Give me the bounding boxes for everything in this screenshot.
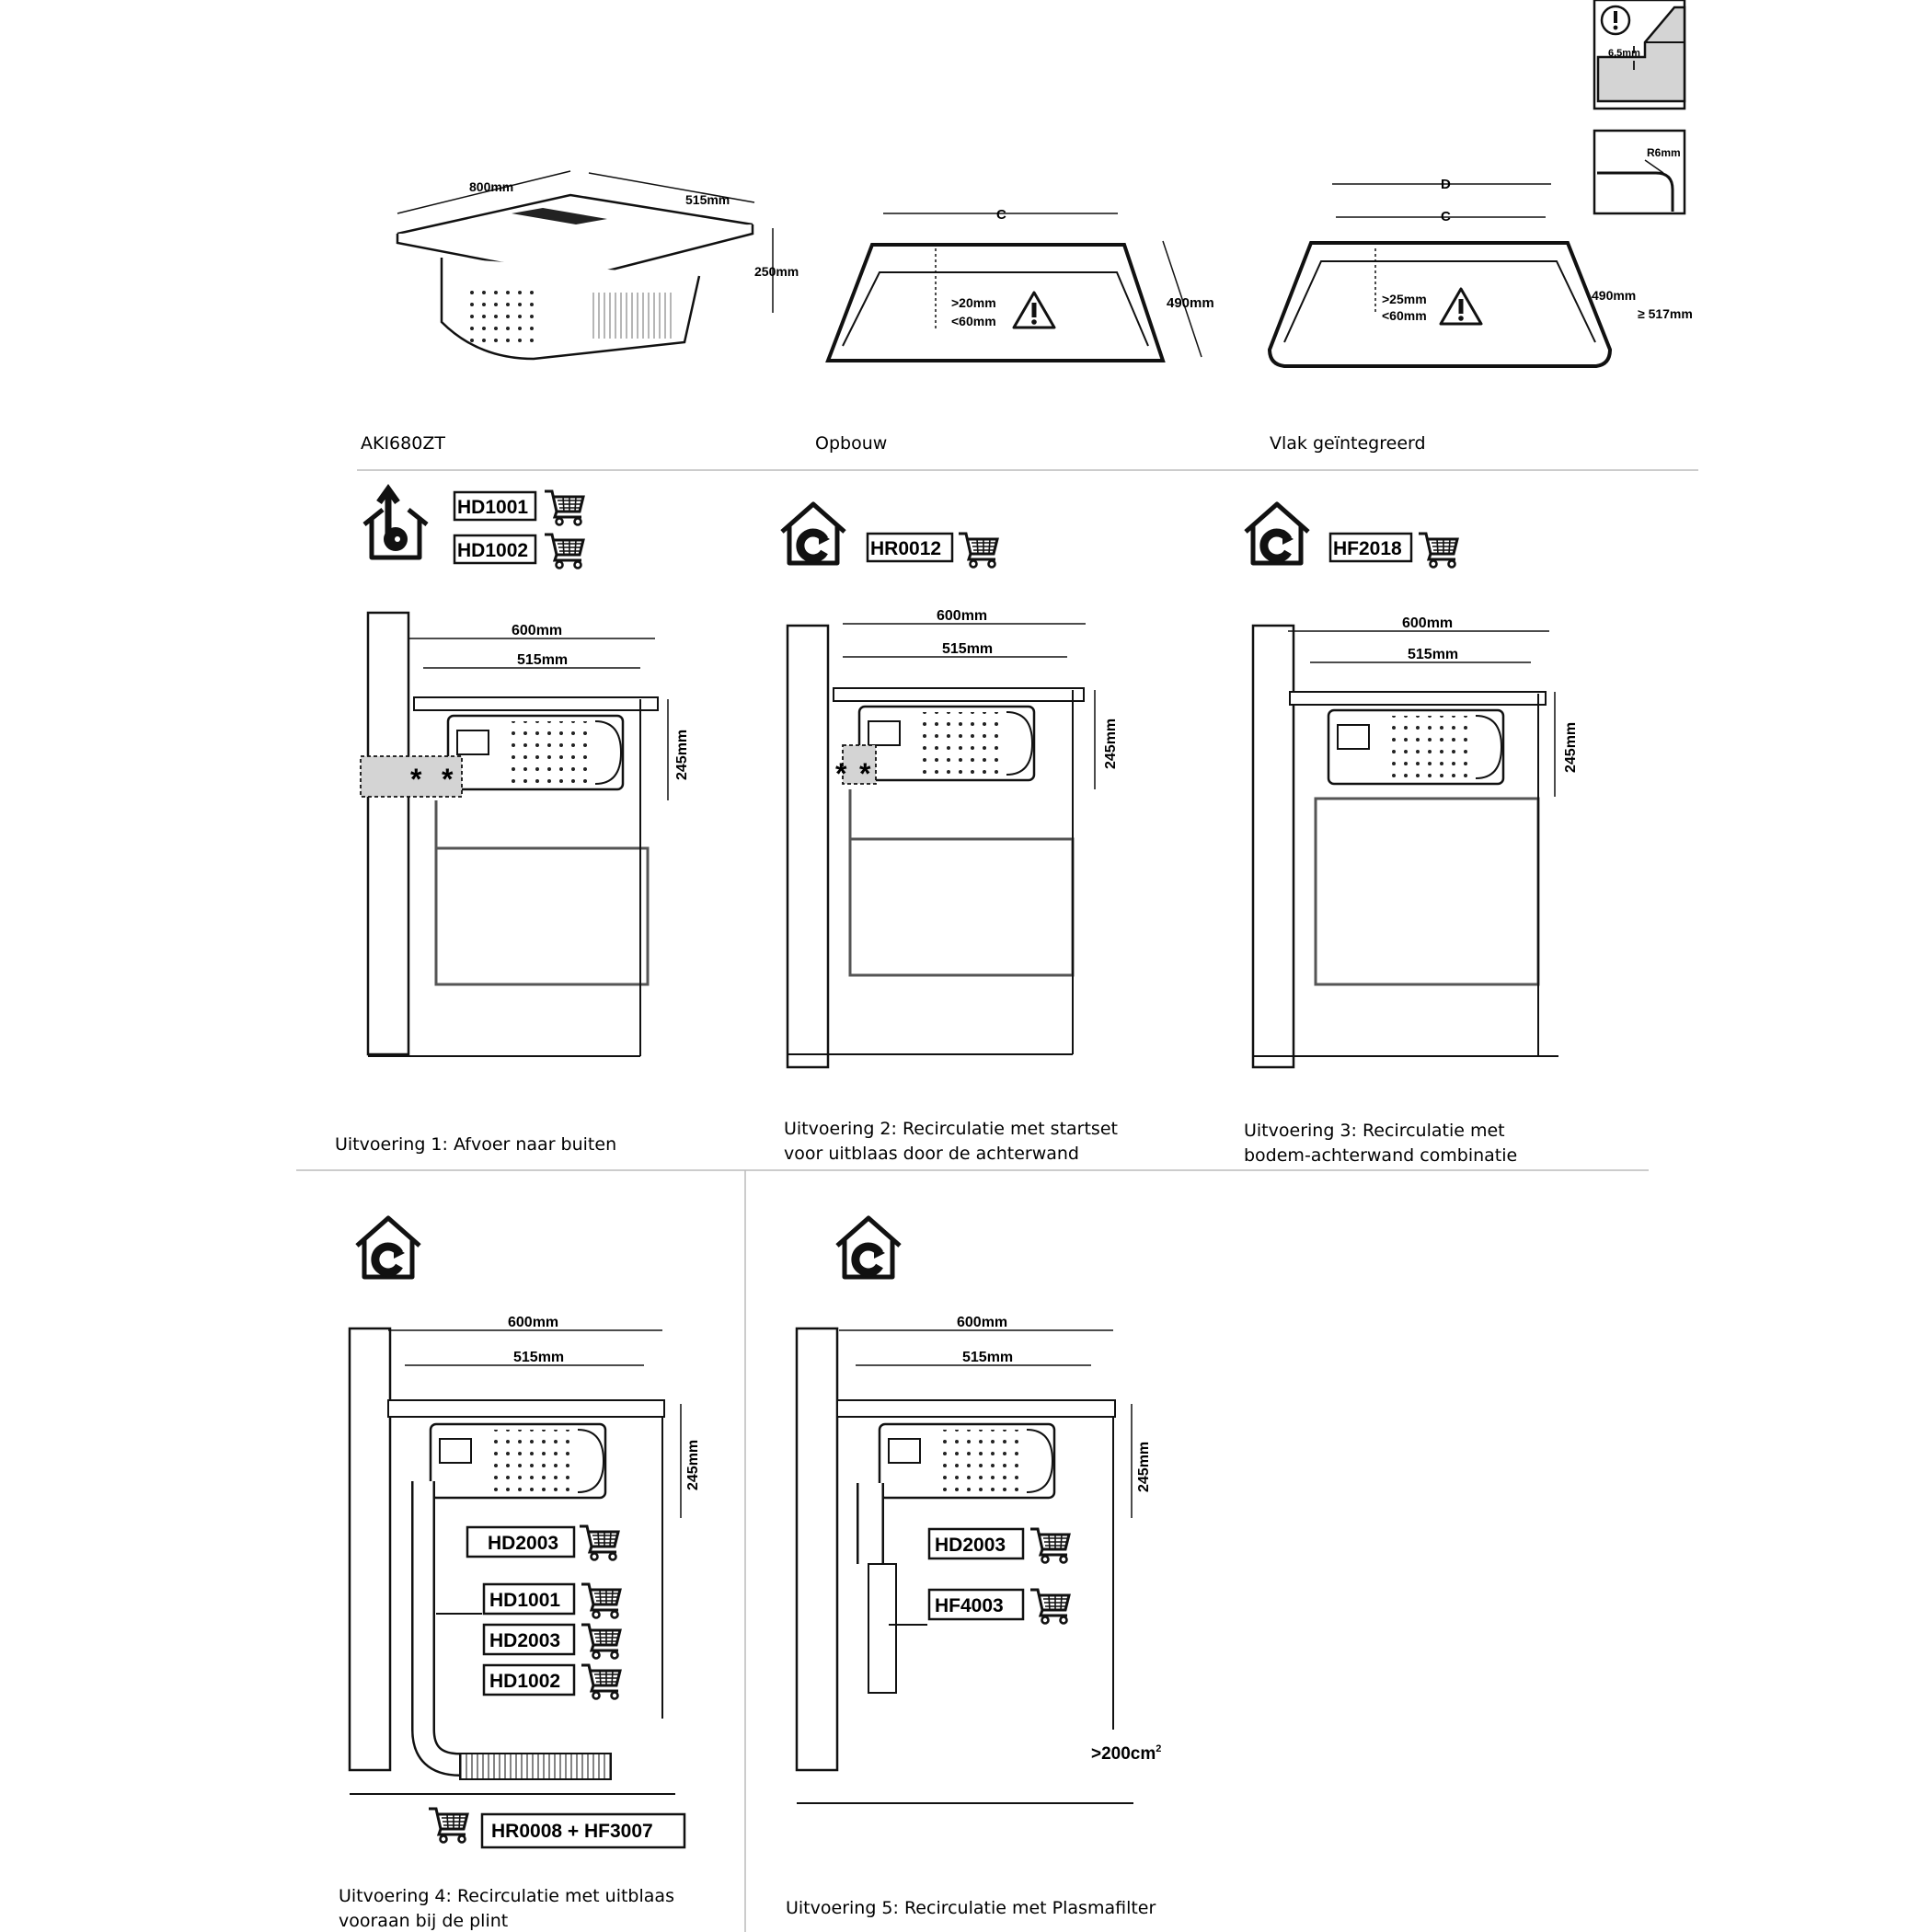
vlak-d: D bbox=[1441, 177, 1451, 192]
dim-inner: 515mm bbox=[942, 641, 993, 657]
product-code: HD1001 bbox=[489, 1590, 560, 1611]
product-height: 250mm bbox=[754, 264, 799, 279]
opbouw-gap-max: <60mm bbox=[951, 314, 996, 328]
product-code: HR0012 bbox=[870, 538, 941, 559]
vlak-c: C bbox=[1441, 209, 1451, 224]
product-code: HD2003 bbox=[488, 1533, 558, 1554]
edge-detail: 6,5mm bbox=[1593, 0, 1686, 110]
svg-text:*: * bbox=[835, 757, 847, 790]
svg-text:*: * bbox=[859, 757, 871, 790]
vlak-outer-depth: ≥ 517mm bbox=[1638, 306, 1693, 321]
product-code: HF4003 bbox=[935, 1595, 1004, 1616]
product-code: HD1002 bbox=[489, 1671, 560, 1692]
opbouw-c: C bbox=[996, 207, 1006, 223]
caption-uitvoering-2b: voor uitblaas door de achterwand bbox=[784, 1144, 1079, 1164]
edge-detail-label: 6,5mm bbox=[1608, 48, 1640, 59]
dim-width: 600mm bbox=[508, 1315, 558, 1330]
uitvoering-1-diagram: HD1001 HD1002 600mm 515mm * * 245mm bbox=[360, 489, 690, 1057]
svg-text:*: * bbox=[410, 763, 422, 796]
radius-label: R6mm bbox=[1647, 146, 1681, 159]
dim-height: 245mm bbox=[685, 1440, 701, 1490]
caption-uitvoering-1: Uitvoering 1: Afvoer naar buiten bbox=[335, 1134, 616, 1155]
caption-uitvoering-3a: Uitvoering 3: Recirculatie met bbox=[1244, 1121, 1505, 1141]
dim-height: 245mm bbox=[1563, 722, 1579, 773]
caption-vlak: Vlak geïntegreerd bbox=[1270, 433, 1426, 454]
caption-uitvoering-4a: Uitvoering 4: Recirculatie met uitblaas bbox=[339, 1886, 674, 1906]
opbouw-drawing: C 490mm >20mm <60mm bbox=[825, 207, 1214, 362]
product-code: HD1002 bbox=[457, 540, 528, 561]
dim-width: 600mm bbox=[512, 623, 562, 638]
vlak-depth: 490mm bbox=[1592, 288, 1636, 303]
product-depth: 515mm bbox=[685, 192, 730, 207]
dim-width: 600mm bbox=[1402, 615, 1453, 631]
svg-text:*: * bbox=[442, 763, 454, 796]
dim-height: 245mm bbox=[1136, 1442, 1152, 1492]
caption-uitvoering-2a: Uitvoering 2: Recirculatie met startset bbox=[784, 1119, 1118, 1139]
product-code: HF2018 bbox=[1333, 538, 1402, 559]
uitvoering-3-diagram: HF2018 600mm 515mm 245mm bbox=[1246, 504, 1579, 1069]
caption-uitvoering-4b: vooraan bij de plint bbox=[339, 1911, 508, 1931]
caption-uitvoering-5: Uitvoering 5: Recirculatie met Plasmafil… bbox=[786, 1898, 1156, 1918]
opbouw-gap-min: >20mm bbox=[951, 295, 996, 310]
caption-opbouw: Opbouw bbox=[815, 433, 887, 454]
opbouw-depth: 490mm bbox=[1167, 295, 1214, 311]
product-code: HD1001 bbox=[457, 497, 528, 518]
dim-height: 245mm bbox=[1103, 719, 1119, 769]
dim-inner: 515mm bbox=[513, 1350, 564, 1365]
radius-detail: R6mm bbox=[1593, 129, 1686, 215]
vent-area: >200cm bbox=[1091, 1744, 1156, 1764]
product-code: HD2003 bbox=[935, 1535, 1006, 1556]
caption-product: AKI680ZT bbox=[361, 433, 445, 454]
dim-inner: 515mm bbox=[517, 652, 568, 668]
dim-height: 245mm bbox=[674, 730, 690, 780]
product-code: HD2003 bbox=[489, 1630, 560, 1651]
svg-text:>200cm2: >200cm2 bbox=[1091, 1743, 1161, 1764]
product-drawing: 800mm 515mm 250mm bbox=[396, 170, 799, 361]
vlak-drawing: D C 490mm ≥ 517mm >25mm <60mm bbox=[1267, 177, 1693, 368]
dim-inner: 515mm bbox=[962, 1350, 1013, 1365]
product-width: 800mm bbox=[469, 179, 513, 194]
uitvoering-5-diagram: 600mm 515mm 245mm HD2003 HF4003 >200cm2 bbox=[795, 1218, 1161, 1804]
dim-width: 600mm bbox=[937, 608, 987, 624]
vlak-gap-min: >25mm bbox=[1382, 292, 1427, 306]
vlak-gap-max: <60mm bbox=[1382, 308, 1427, 323]
uitvoering-4-diagram: 600mm 515mm 245mm HD2003 HD1001 HD2003 H… bbox=[348, 1218, 701, 1849]
dim-width: 600mm bbox=[957, 1315, 1007, 1330]
caption-uitvoering-3b: bodem-achterwand combinatie bbox=[1244, 1145, 1517, 1166]
plinth-product: HR0008 + HF3007 bbox=[491, 1821, 653, 1842]
dim-inner: 515mm bbox=[1408, 647, 1458, 662]
uitvoering-2-diagram: HR0012 600mm 515mm * * 245mm bbox=[782, 504, 1119, 1069]
vent-area-sup: 2 bbox=[1156, 1743, 1161, 1754]
